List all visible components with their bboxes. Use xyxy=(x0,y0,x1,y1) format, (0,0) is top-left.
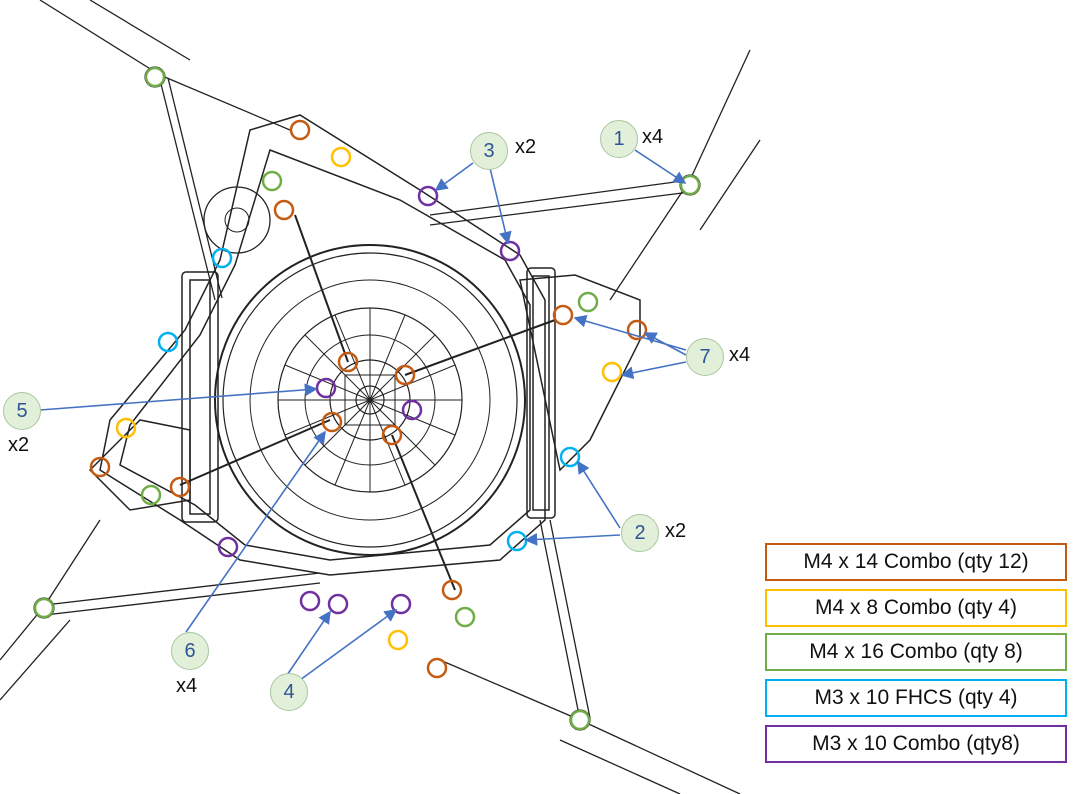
callout-4: 4 xyxy=(270,673,308,711)
callout-6-qty: x4 xyxy=(176,675,198,697)
callout-5: 5 xyxy=(3,392,41,430)
legend-m3x10-fhcs: M3 x 10 FHCS (qty 4) xyxy=(765,679,1067,717)
callout-2: 2 xyxy=(621,514,659,552)
callout-6: 6 xyxy=(171,632,209,670)
leader-arrows xyxy=(39,149,687,681)
callout-2-qty: x2 xyxy=(665,520,687,542)
callout-3-qty: x2 xyxy=(515,136,537,158)
legend-m4x14: M4 x 14 Combo (qty 12) xyxy=(765,543,1067,581)
legend-m3x10-combo: M3 x 10 Combo (qty8) xyxy=(765,725,1067,763)
callout-5-qty: x2 xyxy=(8,434,30,456)
legend-m4x8: M4 x 8 Combo (qty 4) xyxy=(765,589,1067,627)
callout-1: 1 xyxy=(600,120,638,158)
frame-plates xyxy=(88,114,641,576)
callout-7-qty: x4 xyxy=(729,344,751,366)
callout-3: 3 xyxy=(470,132,508,170)
fastener-markers xyxy=(33,66,701,731)
spool-disc xyxy=(203,186,271,254)
callout-7: 7 xyxy=(686,338,724,376)
frame-arms xyxy=(0,0,761,794)
central-hub xyxy=(179,214,556,591)
callout-1-qty: x4 xyxy=(642,126,664,148)
legend-m4x16: M4 x 16 Combo (qty 8) xyxy=(765,633,1067,671)
